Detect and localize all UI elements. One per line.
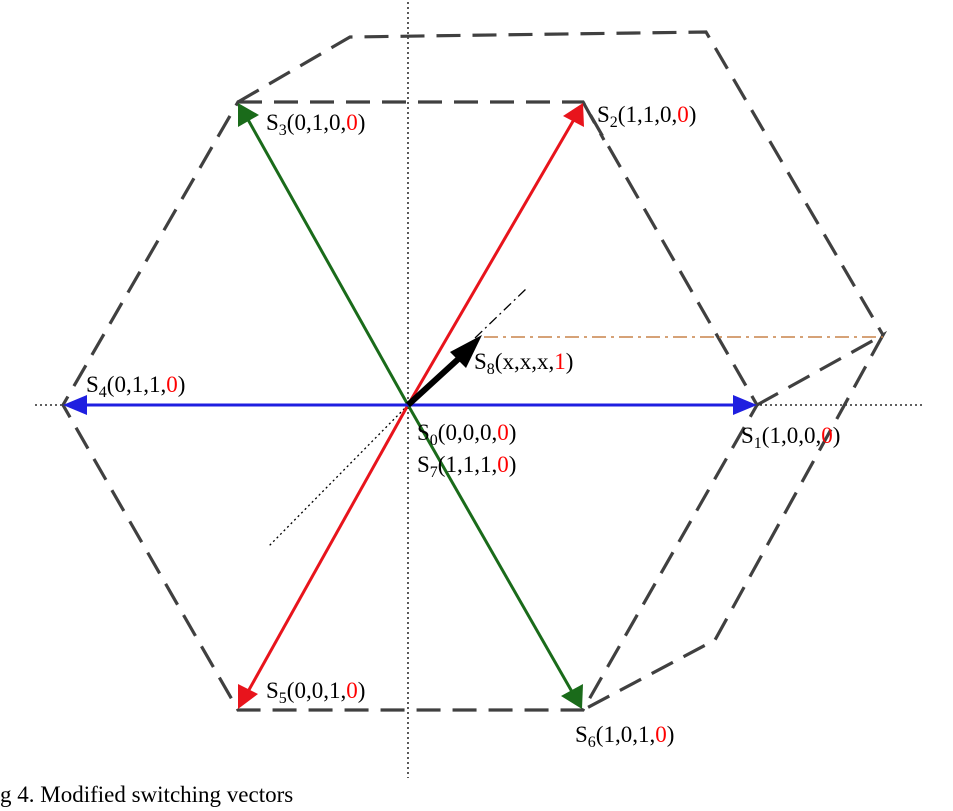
arrowhead-s5 xyxy=(238,684,258,709)
label-s7: S7(1,1,1,0) xyxy=(417,452,516,481)
vector-s2 xyxy=(406,115,578,406)
arrowhead-s6 xyxy=(561,684,583,709)
dotted-diagonal xyxy=(267,404,409,548)
label-s5: S5(0,0,1,0) xyxy=(266,678,365,707)
label-s6: S6(1,0,1,0) xyxy=(575,722,674,751)
vector-s3 xyxy=(244,115,410,406)
figure-caption: g 4. Modified switching vectors xyxy=(0,782,294,807)
prism-back-top xyxy=(237,30,885,336)
label-s0: S0(0,0,0,0) xyxy=(417,420,516,449)
prism-right-edge xyxy=(582,330,888,712)
vector-s8 xyxy=(405,349,469,408)
arrowhead-s4 xyxy=(63,395,87,415)
label-s4: S4(0,1,1,0) xyxy=(86,372,185,401)
arrowhead-s3 xyxy=(238,103,259,127)
label-s1: S1(1,0,0,0) xyxy=(741,423,840,452)
prism-back-edge-top xyxy=(581,101,606,141)
arrowhead-s2 xyxy=(563,103,584,127)
label-s8: S8(x,x,x,1) xyxy=(474,349,573,378)
vector-s6 xyxy=(406,404,577,698)
arrowhead-s8 xyxy=(450,335,482,368)
label-s3: S3(0,1,0,0) xyxy=(266,110,365,139)
label-s2: S2(1,1,0,0) xyxy=(597,102,696,131)
vector-s5 xyxy=(243,404,410,698)
arrowhead-s1 xyxy=(733,395,757,415)
s8-extension-line xyxy=(474,287,528,339)
